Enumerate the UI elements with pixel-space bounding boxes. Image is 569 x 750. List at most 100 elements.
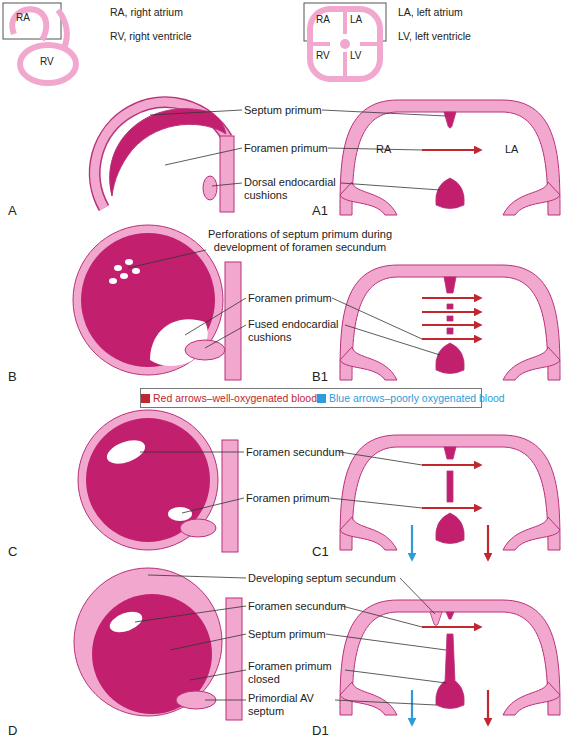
endocardial-cushion <box>436 513 464 544</box>
structure-label: Septum primum <box>248 628 326 641</box>
leader-line <box>205 325 246 348</box>
septum-primum <box>447 316 453 321</box>
inset-frame <box>3 3 61 39</box>
blood-flow-arrow <box>422 626 480 628</box>
chamber-label: RA <box>316 14 330 26</box>
av-floor <box>360 42 379 46</box>
endocardial-cushion <box>185 340 225 360</box>
outflow-tube <box>222 440 238 552</box>
endocardial-cushion <box>180 519 216 537</box>
atrial-wall-outline <box>95 102 227 208</box>
av-floor <box>311 42 330 46</box>
atrial-floor <box>340 517 397 550</box>
leader-line <box>345 325 440 355</box>
perforation <box>114 265 122 271</box>
atrial-floor <box>503 182 560 215</box>
chamber-label: RV <box>40 56 54 68</box>
atrium-wall <box>12 9 46 40</box>
structure-label: Dorsal endocardial cushions <box>244 176 344 201</box>
blood-flow-arrow <box>422 464 480 466</box>
leader-line <box>170 634 246 650</box>
leader-line <box>128 250 206 268</box>
legend-swatch <box>317 394 326 403</box>
septum-primum <box>445 634 455 682</box>
leader-line <box>135 606 246 622</box>
atrial-wall <box>340 600 560 715</box>
heart-wall <box>310 9 380 79</box>
perforation <box>125 259 133 265</box>
leader-line <box>400 578 435 614</box>
legend-swatch <box>141 394 150 403</box>
leader-line <box>150 110 242 115</box>
leader-line <box>345 670 446 683</box>
atrial-wall <box>340 435 560 550</box>
outflow-tube <box>226 598 242 720</box>
leader-line <box>328 148 422 150</box>
section-panel <box>340 265 560 380</box>
key-text: LA, left atrium <box>398 6 463 18</box>
section-panel <box>340 600 560 724</box>
structure-label: Foramen primum <box>246 492 330 505</box>
atrial-wall <box>340 100 560 215</box>
leader-line <box>326 634 446 650</box>
atrial-floor <box>503 347 560 380</box>
structure-label: Perforations of septum primum during dev… <box>195 228 405 253</box>
atrial-floor <box>340 682 397 715</box>
leader-line <box>140 452 244 453</box>
blood-flow-arrow <box>422 338 480 340</box>
leader-line <box>335 700 436 705</box>
atrial-floor <box>503 517 560 550</box>
leader-line <box>340 452 422 465</box>
leader-line <box>148 575 246 578</box>
septum-primum <box>447 471 453 502</box>
panel-letter: C1 <box>312 545 329 560</box>
leader-line <box>330 498 422 508</box>
septum-primum <box>446 612 454 619</box>
foramen-primum <box>168 507 192 521</box>
structure-label: Fused endocardial cushions <box>248 318 343 343</box>
structure-label: Septum primum <box>244 104 322 117</box>
leader-line <box>182 498 244 513</box>
atrial-floor <box>340 347 397 380</box>
section-panel <box>340 435 560 559</box>
blood-flow-arrow <box>422 297 480 299</box>
leader-line <box>165 148 242 165</box>
perforation <box>132 268 140 274</box>
panel-letter: D <box>8 724 17 739</box>
key-text: LV, left ventricle <box>398 30 471 42</box>
endocardial-cushion <box>436 178 464 209</box>
structure-label: Foramen primum <box>244 142 328 155</box>
blood-flow-arrow <box>487 690 489 724</box>
panel-letter: D1 <box>312 724 329 739</box>
atrial-floor <box>503 682 560 715</box>
septum-primum <box>444 277 456 293</box>
blood-flow-arrow <box>411 690 413 724</box>
leader-line <box>190 670 246 680</box>
key-text: RA, right atrium <box>110 6 183 18</box>
structure-label: Foramen secundum <box>246 446 344 459</box>
section-panel <box>340 100 560 215</box>
ventricle-wall <box>20 45 76 83</box>
panel-letter: A1 <box>312 204 328 219</box>
legend-box: Red arrows–well-oxygenated bloodBlue arr… <box>140 388 482 408</box>
panel-letter: C <box>8 545 17 560</box>
endocardial-cushion <box>436 343 464 374</box>
panel-letter: A <box>8 204 17 219</box>
blood-flow-arrow <box>422 324 480 326</box>
outflow-tube <box>225 262 241 380</box>
legend-item: Red arrows–well-oxygenated blood <box>141 392 317 404</box>
perforation <box>120 273 128 279</box>
atrial-wall <box>340 265 560 380</box>
blood-flow-arrow <box>411 525 413 559</box>
septum-secundum <box>430 612 442 626</box>
blood-flow-arrow <box>422 507 480 509</box>
chamber-label: RV <box>316 50 330 62</box>
chamber-label: RA <box>376 143 391 156</box>
septum-primum <box>447 328 453 334</box>
blood-flow-arrow <box>487 525 489 559</box>
panel-letter: B1 <box>312 370 328 385</box>
key-text: RV, right ventricle <box>110 30 192 42</box>
structure-label: Foramen primum <box>248 292 332 305</box>
structure-label: Foramen secundum <box>248 600 346 613</box>
